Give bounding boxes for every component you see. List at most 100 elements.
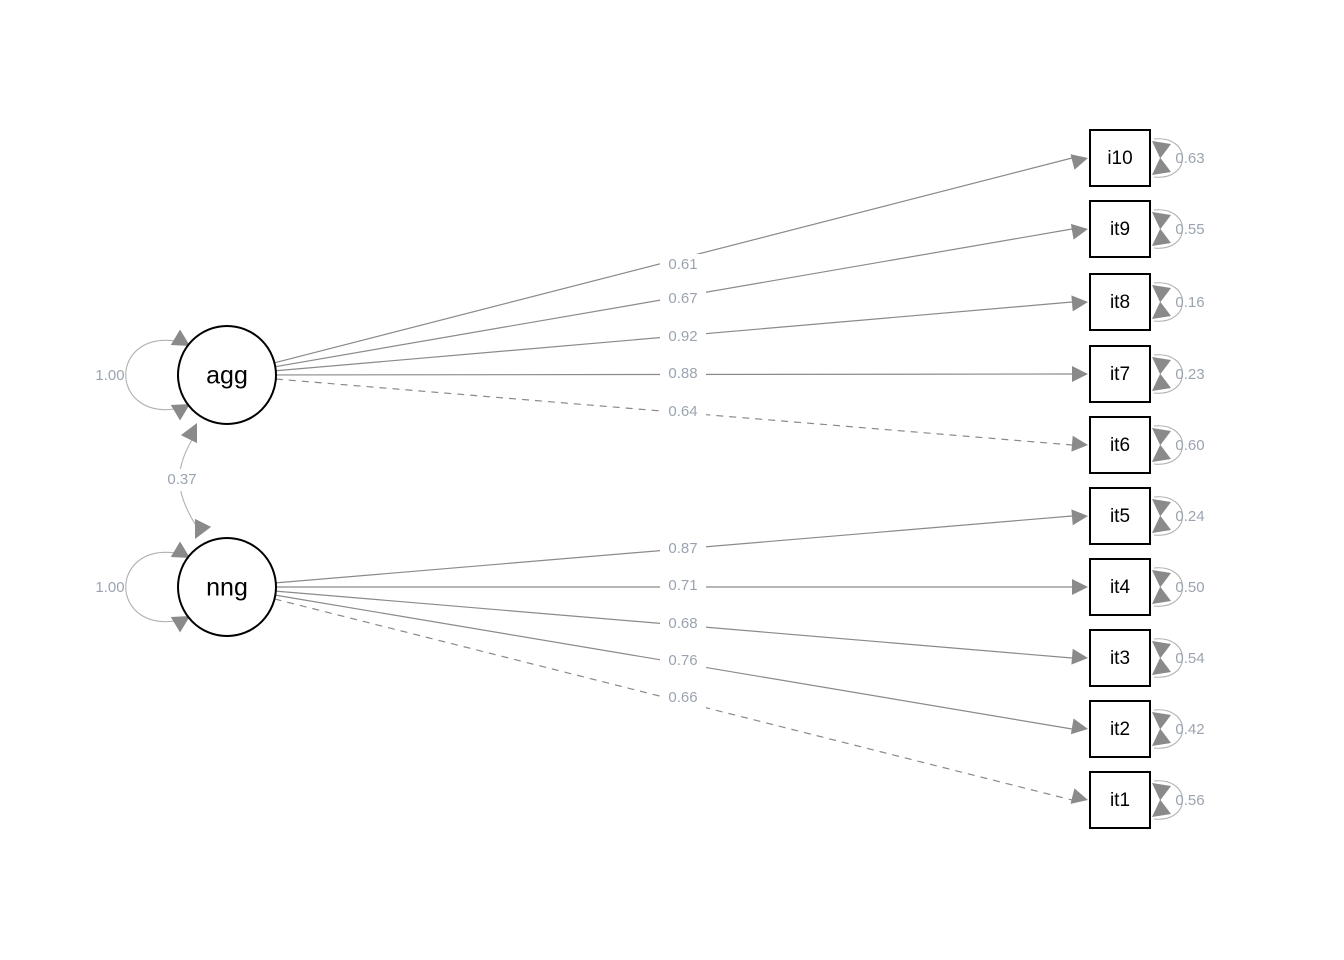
residual-arc [1153, 354, 1184, 394]
indicator-label: it3 [1110, 648, 1130, 669]
indicator-box[interactable] [1089, 416, 1151, 474]
loading-value-nng-it4: 0.71 [668, 577, 697, 594]
indicator-label: it9 [1110, 219, 1130, 240]
indicator-node-it4[interactable]: it4 [1089, 558, 1151, 616]
residual-arrow-down-icon [1152, 586, 1171, 604]
residual-value-it4: 0.50 [1175, 579, 1204, 596]
indicator-nodes-layer: i10 it9 it8 it7 it6 it5 it4 it3 it2 it1 [1089, 129, 1151, 829]
loading-arrow-icon [1070, 788, 1088, 804]
indicator-box[interactable] [1089, 200, 1151, 258]
variance-value-agg: 1.00 [95, 367, 124, 384]
residual-loop-it7 [1152, 354, 1184, 394]
loading-edge-nng-it5 [275, 509, 1088, 584]
residual-value-it3: 0.54 [1175, 650, 1204, 667]
latent-circle[interactable] [177, 325, 277, 425]
residual-arrow-up-icon [1152, 570, 1171, 588]
residual-loop-it2 [1152, 709, 1184, 749]
loading-line [275, 378, 1073, 446]
loading-arrow-icon [1071, 509, 1088, 526]
residual-loop-it9 [1152, 209, 1184, 249]
loading-value-agg-it9: 0.67 [668, 290, 697, 307]
loading-edge-agg-it9 [275, 223, 1088, 368]
variance-arc [125, 552, 186, 622]
latent-nodes-layer: agg nng [177, 325, 277, 637]
indicator-box[interactable] [1089, 771, 1151, 829]
residual-loop-i10 [1152, 138, 1184, 178]
residual-value-i10: 0.63 [1175, 150, 1204, 167]
indicator-label: it2 [1110, 719, 1130, 740]
indicator-box[interactable] [1089, 273, 1151, 331]
indicator-node-it3[interactable]: it3 [1089, 629, 1151, 687]
indicator-box[interactable] [1089, 129, 1151, 187]
loading-value-backdrop [660, 687, 706, 709]
loading-value-nng-it3: 0.68 [668, 615, 697, 632]
covariance-value: 0.37 [167, 471, 196, 488]
indicator-node-it1[interactable]: it1 [1089, 771, 1151, 829]
indicator-node-it6[interactable]: it6 [1089, 416, 1151, 474]
residual-arrow-down-icon [1152, 515, 1171, 533]
loading-arrow-icon [1071, 435, 1088, 452]
residual-value-it8: 0.16 [1175, 294, 1204, 311]
loading-value-nng-it2: 0.76 [668, 652, 697, 669]
loading-value-backdrop [660, 575, 706, 597]
residual-arrow-down-icon [1152, 728, 1171, 746]
residual-value-it5: 0.24 [1175, 508, 1204, 525]
latent-label: nng [206, 574, 248, 602]
loading-arrow-icon [1070, 223, 1088, 240]
indicator-box[interactable] [1089, 629, 1151, 687]
loading-edge-nng-it4 [276, 575, 1088, 597]
residual-arrow-up-icon [1152, 141, 1171, 159]
residual-arc [1153, 638, 1184, 678]
loading-value-backdrop [660, 326, 706, 348]
indicator-box[interactable] [1089, 345, 1151, 403]
residual-arrow-up-icon [1152, 783, 1171, 801]
loading-arrow-icon [1070, 718, 1088, 735]
residual-arrow-down-icon [1152, 373, 1171, 391]
residual-arc [1153, 496, 1184, 536]
loading-value-backdrop [660, 254, 706, 276]
loading-edge-agg-i10 [274, 154, 1088, 364]
loading-arrow-icon [1072, 579, 1088, 595]
residual-arrow-down-icon [1152, 657, 1171, 675]
residual-arc [1153, 282, 1184, 322]
indicator-node-it9[interactable]: it9 [1089, 200, 1151, 258]
indicator-label: it4 [1110, 577, 1131, 598]
covariance-layer [160, 423, 212, 539]
residual-loop-it4 [1152, 567, 1184, 607]
residual-loop-it6 [1152, 425, 1184, 465]
indicator-node-it7[interactable]: it7 [1089, 345, 1151, 403]
indicator-node-it2[interactable]: it2 [1089, 700, 1151, 758]
residual-arrow-up-icon [1152, 357, 1171, 375]
residual-arc [1153, 209, 1184, 249]
residual-loop-it1 [1152, 780, 1184, 820]
loading-edge-nng-it2 [275, 594, 1088, 735]
indicator-label: it1 [1110, 790, 1130, 811]
variance-loop-nng [125, 541, 190, 633]
indicator-box[interactable] [1089, 558, 1151, 616]
indicator-label: i10 [1107, 148, 1132, 169]
indicator-box[interactable] [1089, 487, 1151, 545]
indicator-node-it8[interactable]: it8 [1089, 273, 1151, 331]
latent-circle[interactable] [177, 537, 277, 637]
latent-node-nng[interactable]: nng [177, 537, 277, 637]
loading-arrow-icon [1071, 366, 1088, 383]
loading-edges-layer [274, 154, 1088, 804]
residual-arc [1153, 567, 1184, 607]
loading-value-agg-it8: 0.92 [668, 328, 697, 345]
covariance-arrow-down-icon [195, 518, 212, 539]
variance-value-nng: 1.00 [95, 579, 124, 596]
indicator-node-i10[interactable]: i10 [1089, 129, 1151, 187]
variance-arc [125, 340, 186, 410]
loading-arrow-icon [1071, 295, 1088, 312]
residual-arc [1153, 780, 1184, 820]
residual-value-it2: 0.42 [1175, 721, 1204, 738]
indicator-node-it5[interactable]: it5 [1089, 487, 1151, 545]
variance-arrow-upper-icon [170, 541, 190, 558]
latent-node-agg[interactable]: agg [177, 325, 277, 425]
value-labels-layer: 0.630.550.160.230.600.240.500.540.420.56… [95, 150, 1204, 809]
loading-value-backdrop [660, 613, 706, 635]
indicator-label: it7 [1110, 364, 1130, 385]
indicator-box[interactable] [1089, 700, 1151, 758]
